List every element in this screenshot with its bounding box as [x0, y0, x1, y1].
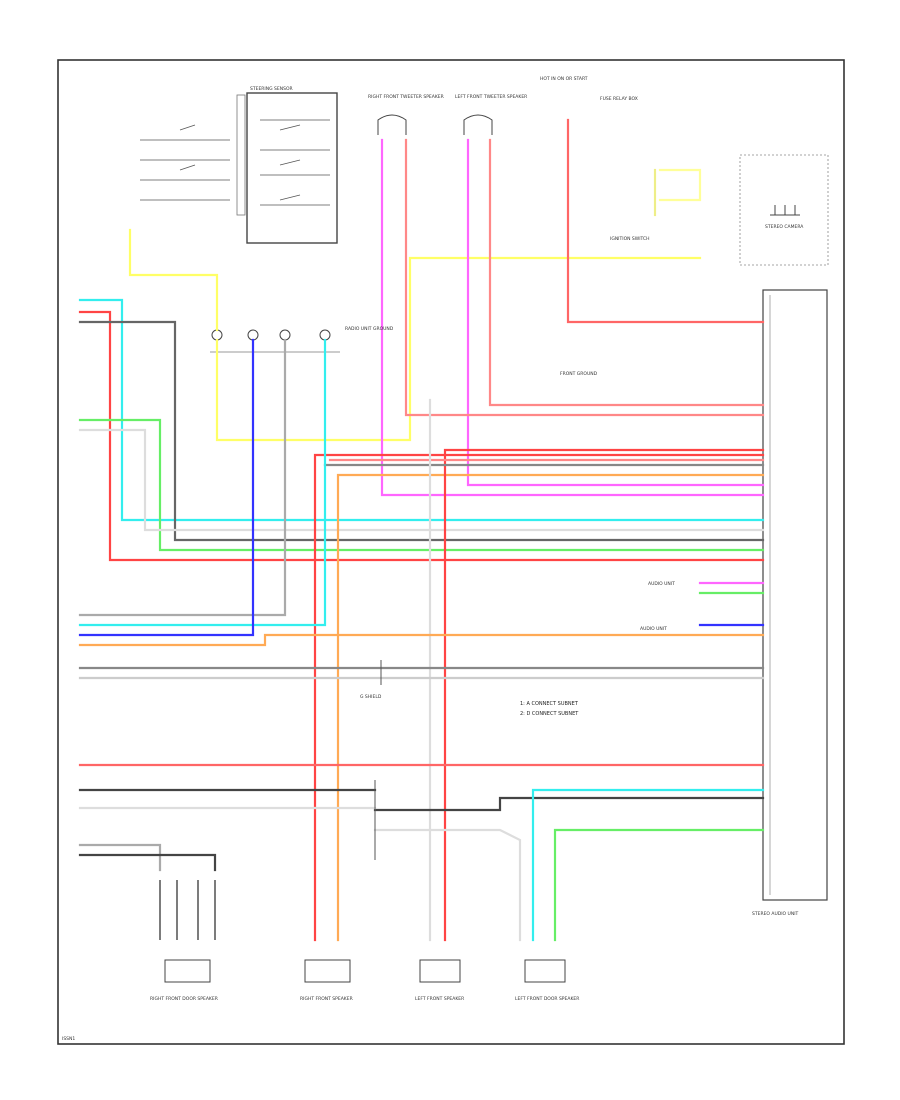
- outer-frame: [57, 59, 845, 1045]
- wire-black-3: [78, 853, 217, 872]
- right-front-door-speaker-label: RIGHT FRONT DOOR SPEAKER: [150, 996, 218, 1002]
- wire-red-hot: [566, 118, 765, 324]
- right-front-tweeter-label: RIGHT FRONT TWEETER SPEAKER: [368, 94, 444, 100]
- fuse-ref-label: FUSE RELAY BOX: [600, 96, 638, 102]
- ground-symbol: [770, 205, 800, 216]
- notes-line-2: 2: D CONNECT SUBNET: [520, 711, 579, 717]
- wire-pink-1: [380, 138, 765, 497]
- ignition-switch-label: IGNITION SWITCH: [610, 236, 650, 242]
- steering-switch-contacts: [140, 119, 330, 206]
- steering-switch-bracket: [236, 94, 246, 216]
- stereo-audio-unit-label: STEREO AUDIO UNIT: [752, 911, 799, 917]
- left-front-door-speaker-symbol: [524, 959, 566, 983]
- hot-in-run-label: HOT IN ON OR START: [540, 76, 588, 82]
- wire-green-1: [78, 418, 765, 552]
- left-front-speaker-symbol: [419, 959, 461, 983]
- wire-gray-1: [78, 320, 765, 542]
- wire-cyan-3: [531, 788, 765, 942]
- wire-blue-1: [78, 338, 255, 637]
- notes-line-1: 1: A CONNECT SUBNET: [520, 701, 579, 707]
- wire-lightgray-5: [373, 828, 522, 942]
- steering-sensor-label: STEERING SENSOR: [250, 86, 293, 92]
- audio-unit-2-label: AUDIO UNIT: [640, 626, 667, 632]
- wire-yellow-1: [128, 228, 219, 332]
- wire-gray-5: [78, 843, 162, 872]
- wire-orange-1: [336, 473, 765, 942]
- wire-cyan-1: [78, 298, 765, 522]
- steering-connectors: [210, 329, 340, 353]
- wire-red-3: [443, 448, 765, 942]
- left-front-door-speaker-label: LEFT FRONT DOOR SPEAKER: [515, 996, 579, 1002]
- right-front-speaker-symbol: [304, 959, 351, 983]
- stereo-camera-box: [739, 154, 829, 266]
- left-front-tweeter-label: LEFT FRONT TWEETER SPEAKER: [455, 94, 527, 100]
- wire-red-tw-1: [404, 138, 765, 417]
- wire-yellow-2: [215, 256, 702, 442]
- right-front-door-speaker-symbol: [164, 959, 211, 983]
- right-tweeter-symbol: [377, 114, 407, 135]
- radio-unit-ground-label: RADIO UNIT GROUND: [345, 326, 394, 332]
- stereo-cam-label: STEREO CAMERA: [765, 224, 804, 230]
- front-ground-label: FRONT GROUND: [560, 371, 598, 377]
- right-front-speaker-label: RIGHT FRONT SPEAKER: [300, 996, 353, 1002]
- wire-red-tw-2: [488, 138, 765, 407]
- wire-green-3: [553, 828, 765, 942]
- wire-lightgray-1: [78, 428, 765, 532]
- diagram-id-label: ISSN1: [62, 1036, 75, 1042]
- wire-yellow-3: [658, 168, 702, 202]
- left-tweeter-symbol: [463, 114, 493, 135]
- wire-black-2: [373, 796, 765, 812]
- wire-cyan-2: [78, 338, 327, 627]
- audio-unit-box: [762, 289, 828, 901]
- wire-red-2: [313, 453, 765, 942]
- left-speaker-wires: [159, 880, 216, 940]
- wire-orange-2: [78, 633, 765, 647]
- g-shield-label: G SHIELD: [360, 694, 382, 700]
- audio-unit-label: AUDIO UNIT: [648, 581, 675, 587]
- wire-red-1: [78, 310, 765, 562]
- wire-pink-2: [466, 138, 765, 487]
- steering-switch-box: [246, 92, 338, 244]
- left-front-speaker-label: LEFT FRONT SPEAKER: [415, 996, 464, 1002]
- wire-gray-3: [78, 338, 287, 617]
